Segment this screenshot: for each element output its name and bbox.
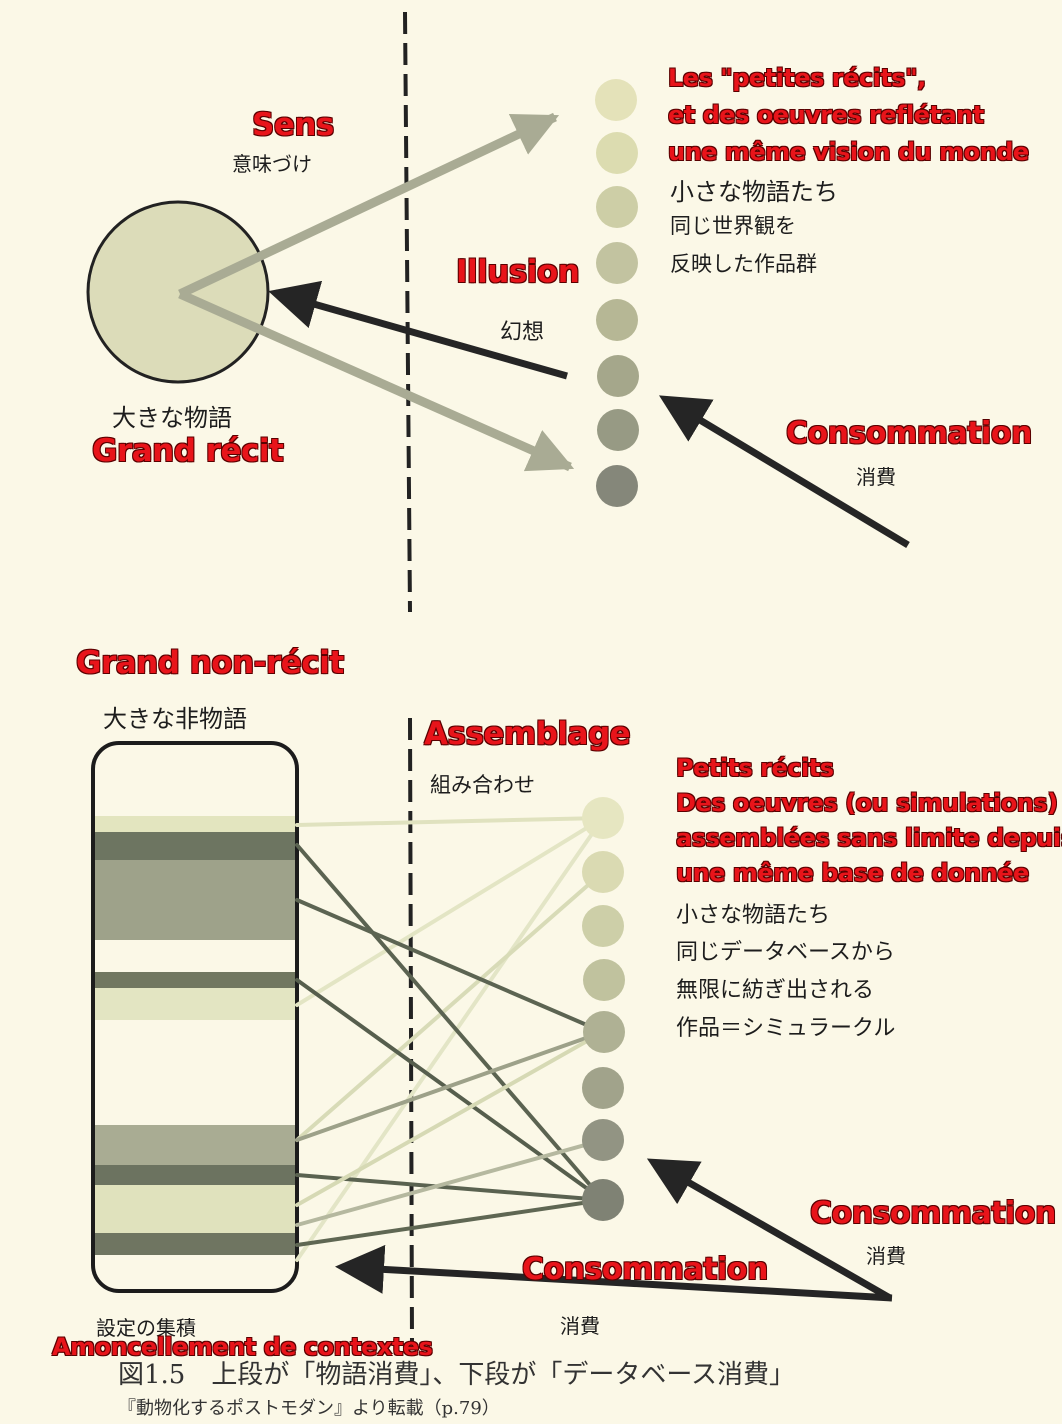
top-divider-dashed-line [403, 11, 412, 613]
band [93, 972, 297, 988]
connector-line [295, 816, 605, 1262]
bottom-dot [582, 1067, 624, 1109]
bottom-dot [582, 1119, 624, 1161]
top-petits-recits-jp-line3: 反映した作品群 [670, 252, 817, 276]
top-dot [596, 465, 638, 507]
figure-caption: 図1.5 上段が「物語消費」、下段が「データベース消費」 [118, 1360, 796, 1390]
amoncellement-label: Amoncellement de contextes [52, 1333, 433, 1361]
band [93, 1185, 297, 1233]
connector-line [295, 978, 605, 1202]
bottom-dot [582, 905, 624, 947]
assemblage-label: Assemblage [424, 716, 631, 752]
bottom-petits-recits-jp-line2: 同じデータベースから [676, 940, 895, 965]
band [93, 860, 297, 940]
sens-label: Sens [252, 107, 334, 143]
bottom-consommation-right-arrow [646, 1158, 892, 1302]
bottom-consommation-low-arrow [335, 1244, 893, 1302]
top-petits-recits-fr-line1: Les "petites récits", [668, 64, 926, 92]
settings-accumulation-jp-label: 設定の集積 [96, 1316, 196, 1340]
illusion-jp-label: 幻想 [500, 320, 545, 345]
bottom-dot [582, 797, 624, 839]
bottom-petits-recits-jp-line3: 無限に紡ぎ出される [676, 978, 875, 1003]
bottom-consommation-low-label: Consommation [522, 1252, 768, 1287]
top-dot [597, 409, 639, 451]
connector-line [295, 843, 605, 1202]
database-box-outline [91, 741, 299, 1293]
bottom-petits-recits-fr-line1: Petits récits [676, 754, 834, 782]
diffusion-arrow [178, 289, 575, 472]
band [93, 816, 297, 832]
assemblage-jp-label: 組み合わせ [430, 773, 535, 797]
figure-source: 『動物化するポストモダン』より転載（p.79） [118, 1398, 500, 1419]
band [93, 1125, 297, 1165]
bottom-petits-recits-jp-line4: 作品＝シミュラークル [676, 1016, 896, 1041]
top-consommation-label: Consommation [786, 416, 1032, 451]
top-petits-recits-jp-line2: 同じ世界観を [670, 214, 796, 238]
band [93, 1165, 297, 1185]
illusion-arrow [268, 280, 568, 380]
top-dot [596, 186, 638, 228]
connector-line [295, 870, 605, 1142]
database-box [91, 741, 299, 1293]
top-petits-recits-jp-line1: 小さな物語たち [670, 178, 838, 206]
top-dot [596, 242, 638, 284]
top-dot [596, 299, 638, 341]
connector-line [295, 1173, 605, 1202]
bottom-consommation-right-jp-label: 消費 [866, 1244, 906, 1268]
connector-line [295, 1030, 605, 1207]
grand-recit-jp-label: 大きな物語 [112, 404, 232, 432]
top-consommation-arrow [658, 395, 910, 549]
bottom-dot [583, 1011, 625, 1053]
top-dot [596, 132, 638, 174]
top-dot [597, 355, 639, 397]
top-petits-recits-dots [595, 79, 639, 507]
sens-jp-label: 意味づけ [232, 152, 312, 176]
band [93, 1233, 297, 1255]
bottom-dot [583, 959, 625, 1001]
assemblage-lines [295, 816, 605, 1262]
bottom-dot [582, 851, 624, 893]
connector-line [295, 898, 605, 1034]
top-petits-recits-fr-line3: une même vision du monde [668, 138, 1029, 166]
grand-recit-circle [86, 200, 270, 384]
connector-line [295, 1198, 605, 1247]
illusion-label: Illusion [456, 254, 580, 290]
bottom-petits-recits-fr-line3: assemblées sans limite depuis [676, 824, 1062, 852]
grand-recit-label: Grand récit [92, 433, 284, 469]
bottom-petits-recits-dots [582, 797, 625, 1221]
band [93, 832, 297, 860]
bottom-consommation-right-label: Consommation [810, 1196, 1056, 1231]
top-consommation-jp-label: 消費 [856, 465, 896, 489]
bottom-petits-recits-jp-line1: 小さな物語たち [676, 903, 831, 928]
bottom-petits-recits-fr-line4: une même base de donnée [676, 859, 1029, 887]
top-petits-recits-fr-line2: et des oeuvres reflétant [668, 101, 984, 129]
connector-line [295, 1138, 605, 1227]
sens-arrow [178, 112, 560, 299]
top-dot [595, 79, 637, 121]
bottom-petits-recits-fr-line2: Des oeuvres (ou simulations) [676, 789, 1058, 817]
connector-line [295, 1030, 605, 1142]
connector-line [295, 816, 605, 1007]
bottom-divider-dashed-line [408, 717, 414, 1346]
connector-line [295, 816, 605, 827]
band [93, 988, 297, 1020]
grand-non-recit-label: Grand non-récit [76, 645, 344, 681]
bottom-consommation-low-jp-label: 消費 [560, 1314, 600, 1338]
bottom-dot [582, 1179, 624, 1221]
grand-non-recit-jp-label: 大きな非物語 [103, 705, 247, 733]
